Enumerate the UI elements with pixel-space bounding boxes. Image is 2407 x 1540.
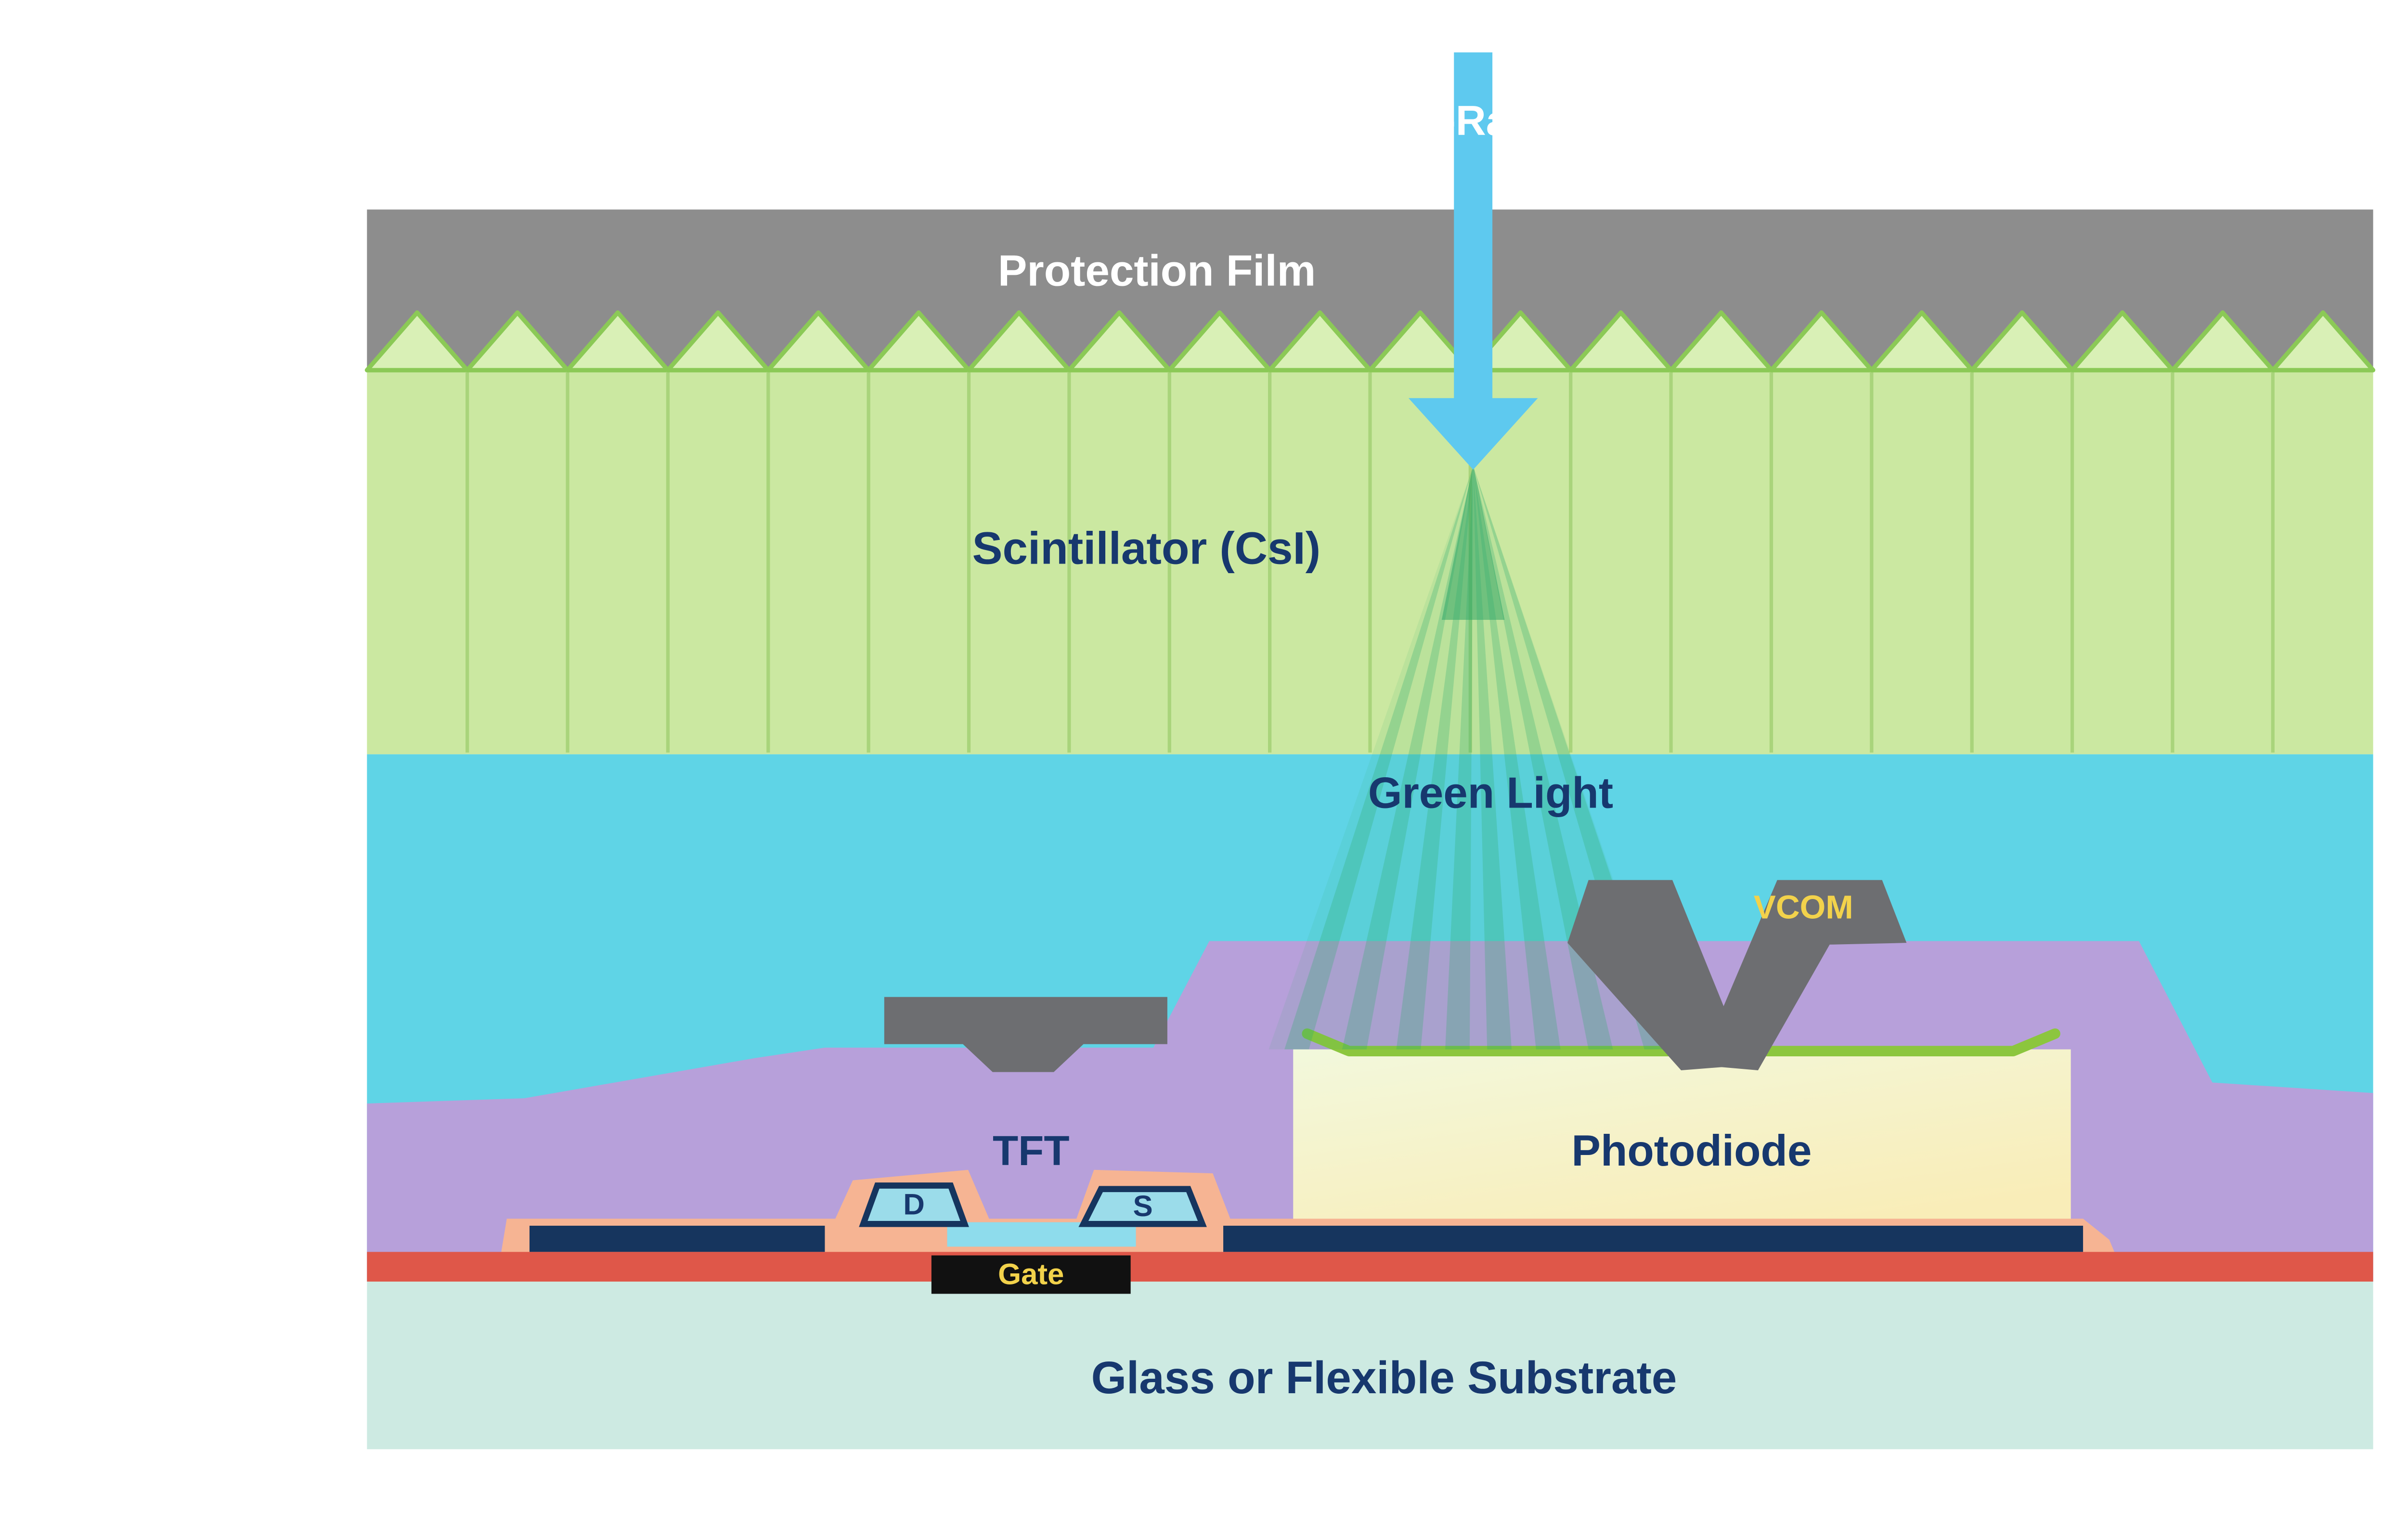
scintillator-column-peak [1769,310,1874,372]
scintillator-column-peak [1669,310,1774,372]
label-vcom: VCOM [1754,888,1853,925]
xray-arrow-head [1408,398,1538,470]
scintillator-column-peak [2270,310,2376,372]
green-light-rays [1268,464,1671,1050]
label-green-light: Green Light [1368,769,1613,817]
scintillator-column-peak [1067,310,1172,372]
label-substrate: Glass or Flexible Substrate [1091,1352,1677,1403]
scintillator-column-peak [1268,310,1372,372]
photodiode-body [1293,1049,2071,1236]
scintillator-columns [364,310,2376,753]
label-source: S [1133,1190,1153,1223]
green-light-ray [1473,466,1512,1050]
label-drain: D [903,1188,925,1221]
green-light-ray [1473,466,1669,1050]
scintillator-column-peak [465,310,570,372]
metal-line-right [1223,1225,2083,1252]
gate-electrode [931,1255,1131,1294]
label-photodiode: Photodiode [1571,1127,1812,1175]
green-light-ray [1342,466,1474,1050]
scintillator-column-peak [565,310,670,372]
green-light-cone [1268,466,1671,1050]
scintillator-column-peak [1167,310,1272,372]
metal-line-left [529,1225,825,1252]
green-light-ray [1473,466,1561,1050]
substrate-body [367,1282,2373,1450]
scintillator-column-peak [1468,310,1573,372]
green-light-ray [1473,466,1613,1050]
scintillator-column-peak [665,310,771,372]
scintillator-column-peak [1869,310,1974,372]
protection-film-band [367,209,2373,371]
green-light-ray [1445,466,1474,1050]
scintillator-column-peak [866,310,971,372]
scintillator-column-peak [2070,310,2175,372]
green-light-core [1441,464,1505,620]
scintillator-column-peak [1969,310,2075,372]
vcom-electrode-right [1698,880,1907,1071]
gate-insulator-layer [367,1252,2373,1282]
xray-arrow-shaft [1454,52,1493,400]
scintillator-column-peak [1368,310,1473,372]
scintillator-column-peak [1568,310,1673,372]
label-xray: X-Ray [1414,98,1533,144]
label-gate: Gate [998,1258,1064,1291]
bias-line-shield [884,997,1167,1072]
scintillator-column-peak [364,310,470,372]
scintillator-column-peak [2170,310,2275,372]
label-tft: TFT [993,1128,1070,1174]
label-protection-film: Protection Film [998,247,1316,295]
tft-drain-electrode [859,1182,969,1227]
vcom-electrode-left [1567,880,1748,1071]
tft-source-electrode [1078,1186,1207,1227]
label-scintillator: Scintillator (CsI) [972,523,1321,573]
green-light-ray [1284,466,1474,1050]
scintillator-column-peak [966,310,1072,372]
scintillator-column-peak [766,310,871,372]
green-light-ray [1396,466,1474,1050]
